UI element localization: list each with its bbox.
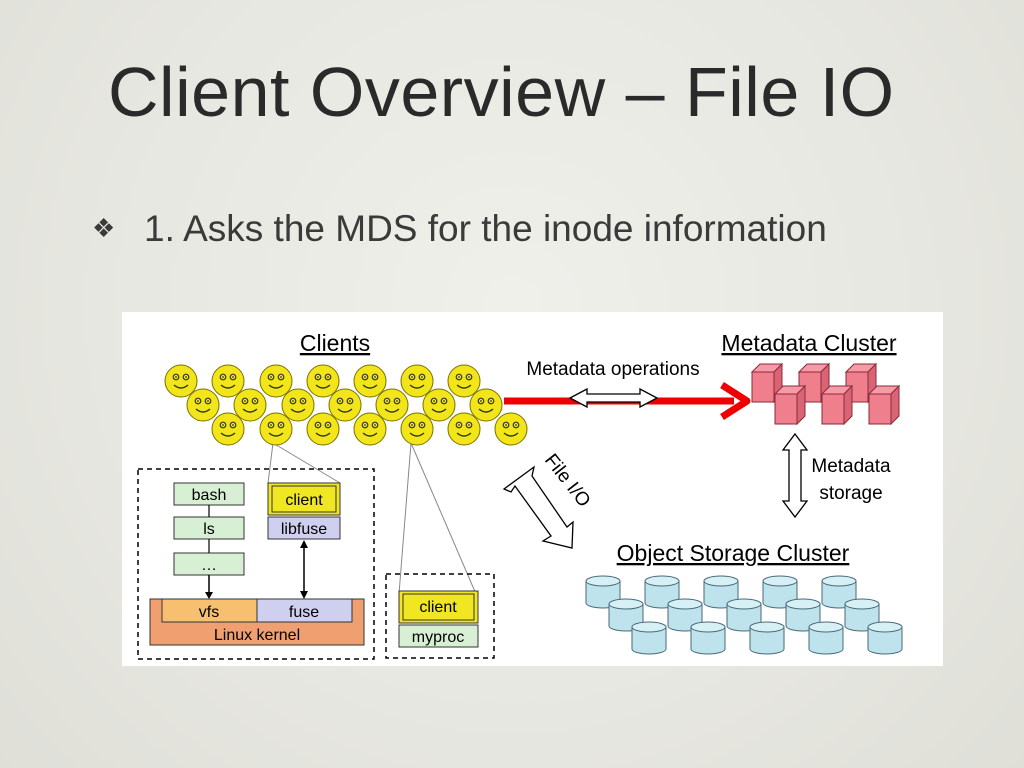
architecture-diagram: Clients Metadata Cluster bbox=[122, 312, 943, 666]
ls-box: ls bbox=[203, 521, 215, 538]
myproc-box: myproc bbox=[412, 629, 464, 646]
object-storage-cluster-label: Object Storage Cluster bbox=[617, 540, 850, 566]
vfs-box: vfs bbox=[199, 604, 219, 621]
metadata-operations-label: Metadata operations bbox=[526, 359, 699, 380]
client-connector-lines bbox=[267, 442, 477, 595]
fuse-box: fuse bbox=[289, 604, 319, 621]
metadata-storage-arrow bbox=[781, 432, 809, 519]
bullet-item: ❖ 1. Asks the MDS for the inode informati… bbox=[92, 208, 827, 250]
bash-box: bash bbox=[192, 487, 227, 504]
client-box-myproc: client bbox=[419, 599, 457, 616]
linux-kernel-box: Linux kernel bbox=[214, 627, 300, 644]
file-io-arrow bbox=[502, 465, 574, 549]
metadata-storage-label-line2: storage bbox=[819, 483, 882, 504]
libfuse-box: libfuse bbox=[281, 521, 327, 538]
metadata-storage-label-line1: Metadata bbox=[811, 456, 891, 477]
bullet-text: 1. Asks the MDS for the inode informatio… bbox=[144, 208, 827, 249]
metadata-cluster-label: Metadata Cluster bbox=[721, 330, 896, 356]
myproc-client-stack: client myproc bbox=[385, 573, 495, 659]
fuse-client-stack: bash ls … client libfuse vfs fuse Linux … bbox=[137, 468, 375, 660]
client-box-fuse: client bbox=[285, 492, 323, 509]
ellipsis-box: … bbox=[201, 557, 217, 574]
metadata-operations-arrow bbox=[568, 387, 659, 409]
clients-label: Clients bbox=[300, 330, 370, 356]
slide-title: Client Overview – File IO bbox=[108, 53, 895, 131]
diamond-bullet-icon: ❖ bbox=[92, 213, 116, 243]
